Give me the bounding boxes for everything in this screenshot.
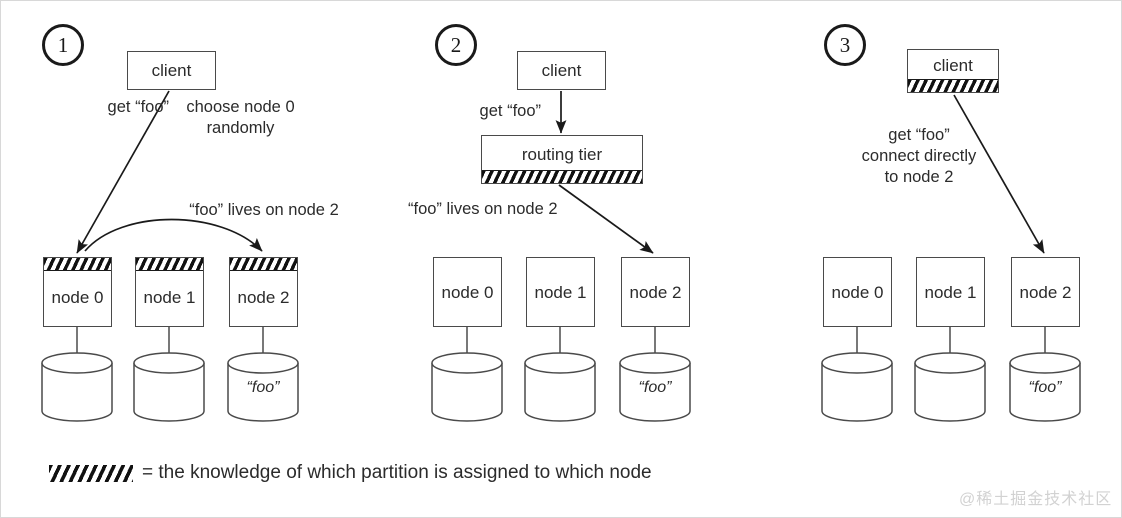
store-cylinder: [431, 352, 503, 422]
choose-node-note-panel-1: choose node 0 randomly: [186, 98, 295, 138]
client-label: client: [151, 61, 192, 80]
panel-number-label: 3: [839, 32, 851, 57]
store-value-panel-1-node-2: “foo”: [246, 379, 280, 396]
node-label: node 2: [237, 288, 290, 307]
node-box-panel-1-node-0[interactable]: node 0: [43, 257, 112, 327]
store-value-panel-2-node-2: “foo”: [638, 379, 672, 396]
get-foo-note-panel-1: get “foo”: [107, 98, 169, 116]
legend-text: = the knowledge of which partition is as…: [142, 462, 652, 483]
node-label: node 1: [924, 282, 977, 302]
partition-knowledge-hatch-icon: [908, 79, 998, 92]
panel-number-1: 1: [42, 24, 84, 66]
client-label: client: [541, 61, 582, 80]
partition-knowledge-hatch-icon: [44, 258, 111, 271]
client-box-panel-2[interactable]: client: [517, 51, 606, 90]
legend-hatch-icon: [49, 465, 133, 482]
store-cylinder: [914, 352, 986, 422]
store-cylinders: [41, 352, 1081, 422]
node-box-panel-3-node-2[interactable]: node 2: [1011, 257, 1080, 327]
client-label: client: [933, 56, 973, 75]
get-foo-note-panel-2: get “foo”: [479, 102, 541, 120]
foo-lives-note-panel-2: “foo” lives on node 2: [408, 200, 558, 218]
client-box-panel-3[interactable]: client: [907, 49, 999, 93]
partition-knowledge-hatch-icon: [482, 170, 642, 183]
panel-number-label: 2: [450, 32, 462, 57]
node-label: node 1: [143, 288, 196, 307]
partition-knowledge-hatch-icon: [230, 258, 297, 271]
watermark: @稀土掘金技术社区: [959, 491, 1113, 508]
store-value-panel-3-node-2: “foo”: [1028, 379, 1062, 396]
node-box-panel-2-node-0[interactable]: node 0: [433, 257, 502, 327]
panel-number-label: 1: [57, 32, 69, 57]
panel-number-2: 2: [435, 24, 477, 66]
node-box-panel-1-node-2[interactable]: node 2: [229, 257, 298, 327]
node-box-panel-2-node-1[interactable]: node 1: [526, 257, 595, 327]
node-box-panel-3-node-0[interactable]: node 0: [823, 257, 892, 327]
client-box-panel-1[interactable]: client: [127, 51, 216, 90]
routing-tier-label: routing tier: [521, 144, 603, 164]
get-foo-connect-note-panel-3: get “foo” connect directly to node 2: [861, 126, 977, 187]
arrow-node0-to-node2-curved: [84, 218, 263, 252]
routing-tier-box-panel-2[interactable]: routing tier: [481, 135, 643, 184]
node-box-panel-1-node-1[interactable]: node 1: [135, 257, 204, 327]
store-cylinder: [41, 352, 113, 422]
node-box-panel-3-node-1[interactable]: node 1: [916, 257, 985, 327]
store-cylinder: [821, 352, 893, 422]
store-cylinder: [524, 352, 596, 422]
panel-number-3: 3: [824, 24, 866, 66]
node-label: node 0: [441, 282, 494, 302]
partition-knowledge-hatch-icon: [136, 258, 203, 271]
node-label: node 2: [629, 282, 682, 302]
node-label: node 0: [831, 282, 884, 302]
node-label: node 2: [1019, 282, 1072, 302]
node-label: node 0: [51, 288, 104, 307]
node-label: node 1: [534, 282, 587, 302]
store-cylinder: [133, 352, 205, 422]
node-box-panel-2-node-2[interactable]: node 2: [621, 257, 690, 327]
foo-lives-note-panel-1: “foo” lives on node 2: [189, 201, 339, 219]
